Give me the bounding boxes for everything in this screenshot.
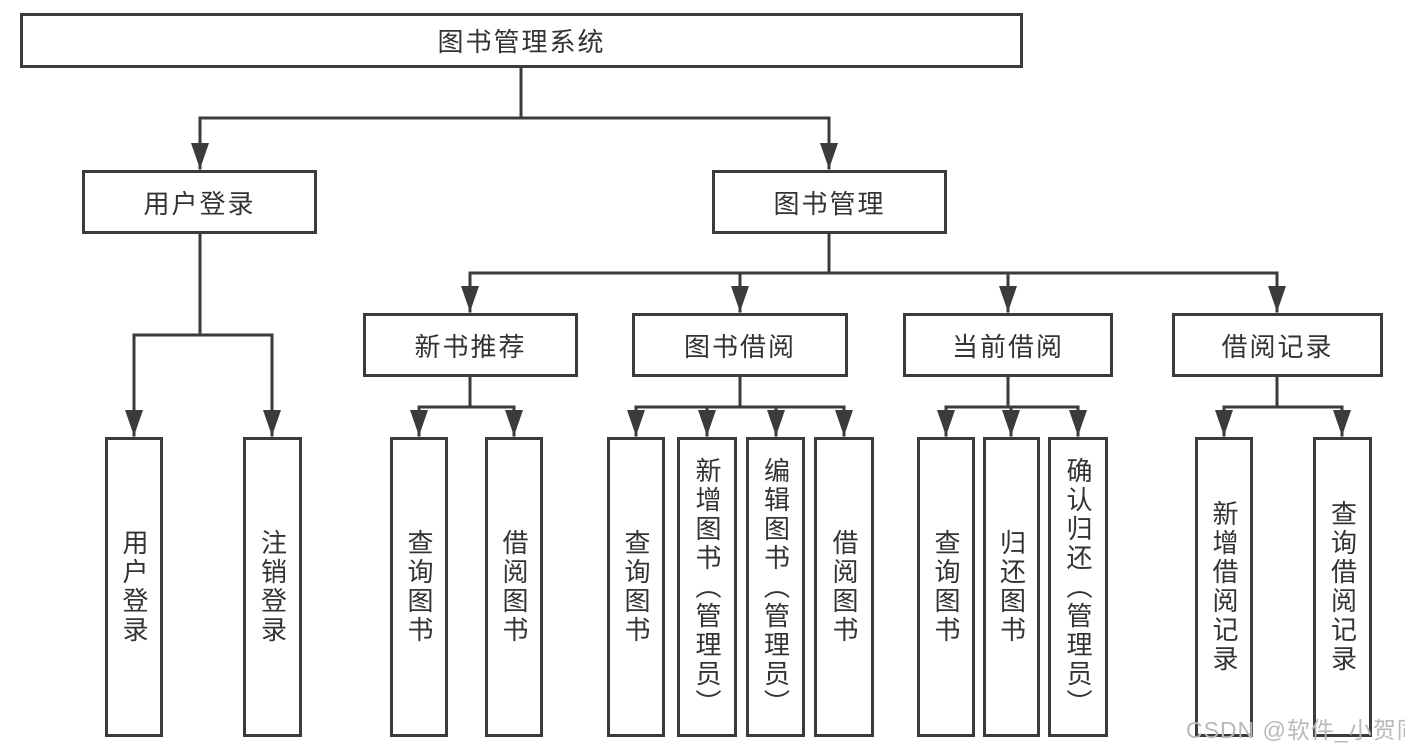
leaf-cb-query-books: 查询图书 <box>917 437 975 737</box>
node-new-book-recommend: 新书推荐 <box>363 313 578 377</box>
leaf-cb-query-books-label: 查询图书 <box>931 529 961 645</box>
leaf-user-login-label: 用户登录 <box>119 529 149 645</box>
leaf-nb-borrow-books: 借阅图书 <box>485 437 543 737</box>
leaf-cb-return-books: 归还图书 <box>983 437 1040 737</box>
leaf-cb-confirm-return-admin-label: 确认归还（管理员） <box>1063 456 1093 718</box>
node-borrow-records: 借阅记录 <box>1172 313 1383 377</box>
leaf-cb-confirm-return-admin: 确认归还（管理员） <box>1048 437 1108 737</box>
leaf-bb-add-book-admin-label: 新增图书（管理员） <box>692 456 722 718</box>
leaf-logout: 注销登录 <box>243 437 302 737</box>
leaf-cb-return-books-label: 归还图书 <box>996 529 1027 645</box>
leaf-bb-add-book-admin: 新增图书（管理员） <box>677 437 737 737</box>
leaf-br-add-record: 新增借阅记录 <box>1195 437 1253 737</box>
leaf-user-login: 用户登录 <box>105 437 163 737</box>
leaf-bb-edit-book-admin: 编辑图书（管理员） <box>746 437 805 737</box>
leaf-bb-borrow-books: 借阅图书 <box>814 437 874 737</box>
node-current-borrow: 当前借阅 <box>903 313 1113 377</box>
node-book-borrow: 图书借阅 <box>632 313 848 377</box>
node-user-login: 用户登录 <box>82 170 317 234</box>
leaf-br-query-record: 查询借阅记录 <box>1313 437 1372 737</box>
leaf-bb-edit-book-admin-label: 编辑图书（管理员） <box>760 456 791 718</box>
leaf-logout-label: 注销登录 <box>257 529 288 645</box>
node-book-management: 图书管理 <box>712 170 947 234</box>
leaf-bb-query-books-label: 查询图书 <box>621 529 651 645</box>
csdn-watermark: CSDN @软件_小贺同学 <box>1186 717 1405 743</box>
leaf-nb-query-books: 查询图书 <box>390 437 448 737</box>
leaf-br-add-record-label: 新增借阅记录 <box>1209 500 1239 674</box>
leaf-bb-query-books: 查询图书 <box>607 437 665 737</box>
leaf-bb-borrow-books-label: 借阅图书 <box>829 529 859 645</box>
node-root-system: 图书管理系统 <box>20 13 1023 68</box>
leaf-nb-query-books-label: 查询图书 <box>404 529 434 645</box>
leaf-br-query-record-label: 查询借阅记录 <box>1327 500 1358 674</box>
leaf-nb-borrow-books-label: 借阅图书 <box>499 529 529 645</box>
